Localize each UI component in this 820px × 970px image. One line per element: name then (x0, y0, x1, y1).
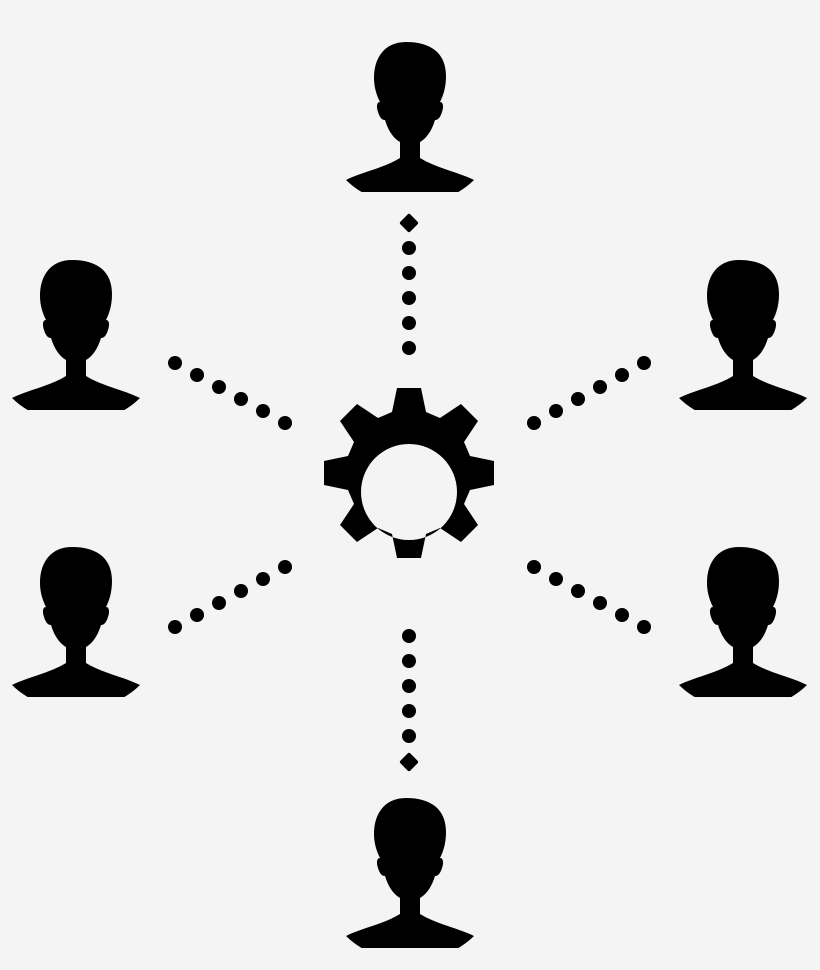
person-icon (679, 260, 807, 410)
person-icon (346, 798, 474, 948)
connector-upper-right (527, 356, 651, 430)
connector-top (399, 213, 419, 355)
person-icon (12, 260, 140, 410)
person-icon (346, 42, 474, 192)
person-node-lower-right (679, 547, 807, 697)
person-node-lower-left (12, 547, 140, 697)
person-node-upper-left (12, 260, 140, 410)
connectors (168, 213, 651, 772)
person-node-upper-right (679, 260, 807, 410)
connector-lower-right (527, 560, 651, 634)
person-node-top (346, 42, 474, 192)
connector-upper-left (168, 356, 292, 430)
connector-bottom (399, 629, 419, 772)
person-icon (679, 547, 807, 697)
person-node-bottom (346, 798, 474, 948)
person-icon (12, 547, 140, 697)
gear-icon (324, 388, 494, 558)
connector-lower-left (168, 560, 292, 634)
